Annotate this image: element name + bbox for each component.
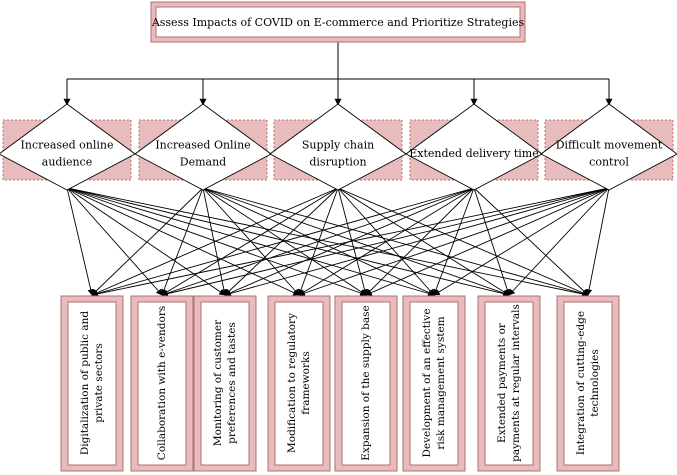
connector-4-8 <box>473 187 589 296</box>
strategy-label: Development of an effective <box>421 308 433 457</box>
connector-1-1 <box>66 187 94 296</box>
strategy-label: Modification to regulatory <box>286 313 298 453</box>
connector-3-2 <box>161 187 339 296</box>
strategy-box-inner <box>200 301 250 466</box>
connector-5-5 <box>365 187 610 296</box>
connector-1-5 <box>66 187 367 297</box>
strategy-box-inner <box>341 301 391 466</box>
strategy-label: preferences and tastes <box>226 322 238 444</box>
strategy-box-inner <box>409 301 459 466</box>
connector-2-1 <box>91 187 204 296</box>
impact-label: Increased Online <box>155 139 250 152</box>
connector-5-1 <box>91 187 610 297</box>
connector-2-7 <box>202 187 510 297</box>
strategy-box-inner <box>484 301 534 466</box>
connector-1-8 <box>66 187 589 297</box>
strategy-label: frameworks <box>300 351 312 414</box>
impact-diamond <box>134 103 272 191</box>
strategy-label: risk management system <box>435 316 447 449</box>
impact-diamond <box>269 103 407 191</box>
strategy-label: private sectors <box>93 343 105 423</box>
connector-2-4 <box>202 187 300 296</box>
impact-node-3: Supply chain disruption <box>269 103 407 191</box>
connector-5-2 <box>161 187 610 297</box>
strategy-label: Collaboration with e-vendors <box>156 306 168 460</box>
connector-1-7 <box>66 187 510 297</box>
connector-3-8 <box>337 187 589 296</box>
connector-3-7 <box>337 187 510 296</box>
impact-label: Extended delivery time <box>409 147 539 160</box>
strategy-box-inner <box>67 301 117 466</box>
connector-4-1 <box>91 187 475 297</box>
title-box: Assess Impacts of COVID on E-commerce an… <box>150 1 526 43</box>
connector-2-2 <box>161 187 204 296</box>
impact-node-4: Extended delivery time <box>405 103 543 191</box>
connector-1-4 <box>66 187 300 296</box>
connector-4-7 <box>473 187 511 296</box>
strategy-box-inner <box>563 301 613 466</box>
connector-1-2 <box>66 187 163 296</box>
strategy-box-inner <box>137 301 187 466</box>
impact-node-1: Increased online audience <box>0 103 136 191</box>
connector-2-8 <box>202 187 589 297</box>
impact-diamond <box>405 103 543 191</box>
strategy-label: Expansion of the supply base <box>360 305 372 460</box>
strategy-label: Extended payments or <box>496 322 508 443</box>
strategy-node-2: Collaboration with e-vendors <box>130 295 194 472</box>
impact-label: Supply chain <box>302 139 374 152</box>
strategy-box-inner <box>274 301 324 466</box>
impact-label: audience <box>42 156 92 169</box>
connector-5-7 <box>508 187 610 296</box>
impact-diamond <box>540 103 677 191</box>
impact-label: Difficult movement <box>556 139 663 152</box>
strategy-label: Monitoring of customer <box>212 319 224 446</box>
connector-4-5 <box>365 187 475 296</box>
impact-label: Demand <box>180 156 226 169</box>
strategy-label: Integration of cutting-edge <box>575 311 587 455</box>
strategy-label: technologies <box>589 349 601 417</box>
connector-5-4 <box>298 187 610 297</box>
strategy-label: payments at regular intervals <box>510 304 522 462</box>
impact-label: Increased online <box>21 139 114 152</box>
impact-node-5: Difficult movement control <box>540 103 677 191</box>
strategy-label: Digitalization of public and <box>79 311 91 456</box>
impact-diamond <box>0 103 136 191</box>
impact-label: disruption <box>309 156 366 169</box>
strategy-node-5: Expansion of the supply base <box>334 295 398 472</box>
connector-4-2 <box>161 187 475 297</box>
connector-5-6 <box>433 187 610 296</box>
impact-label: control <box>589 156 629 169</box>
connector-3-1 <box>91 187 339 296</box>
connector-1-3 <box>66 187 226 296</box>
connector-5-3 <box>224 187 610 297</box>
connector-5-8 <box>586 187 610 296</box>
title-text: Assess Impacts of COVID on E-commerce an… <box>151 16 525 29</box>
title-box-inner <box>155 6 521 38</box>
